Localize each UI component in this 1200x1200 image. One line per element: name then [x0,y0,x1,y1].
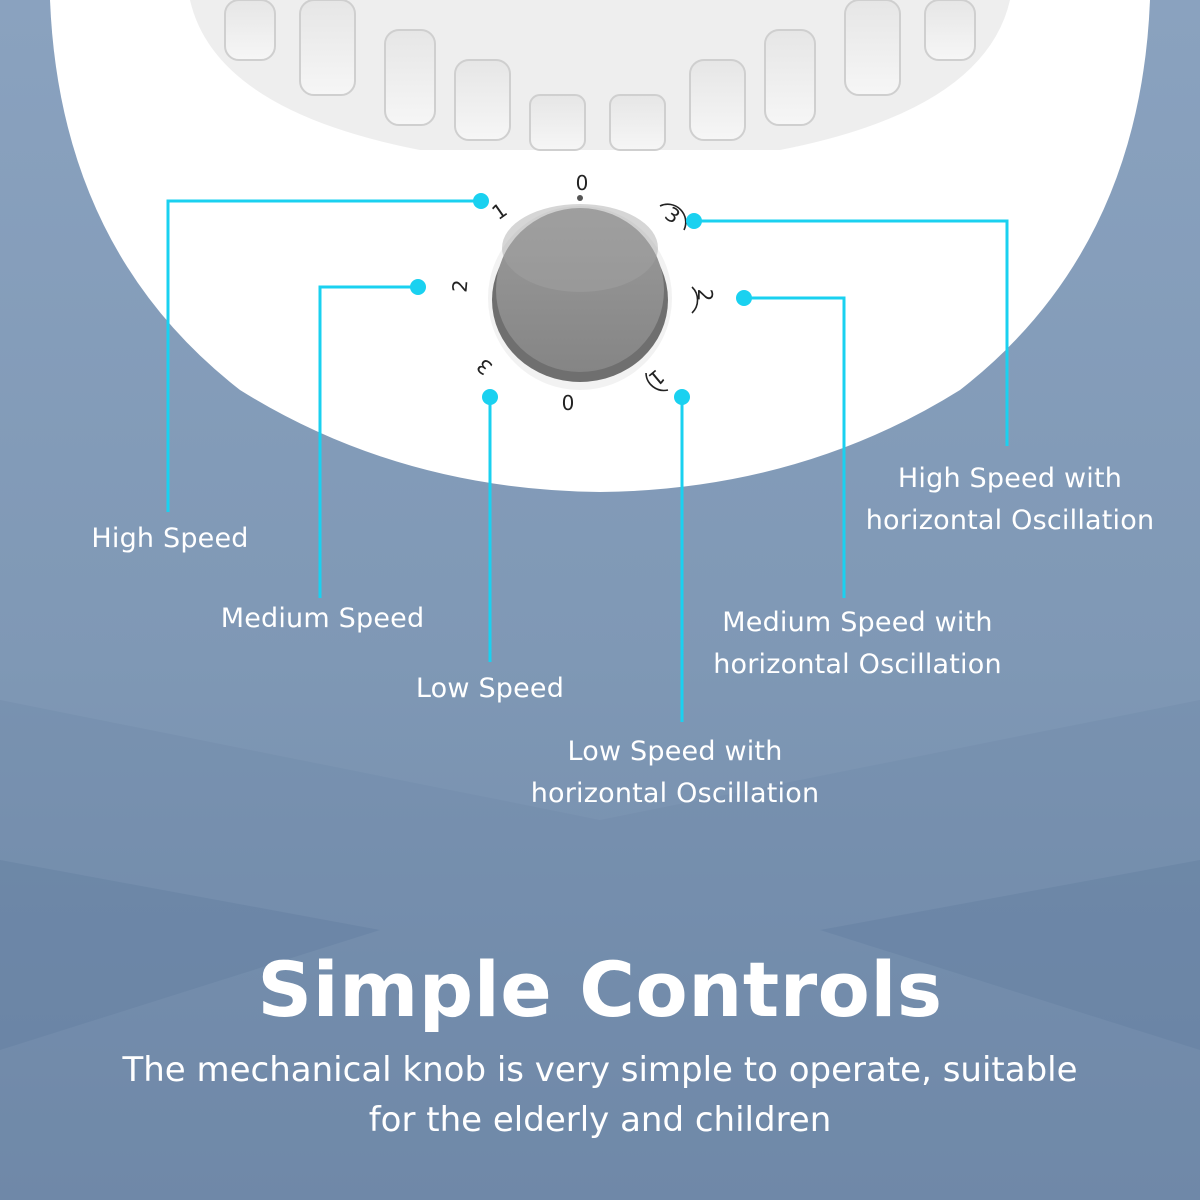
dial-label-off-bottom: 0 [562,391,575,415]
callout-line: horizontal Oscillation [530,778,820,809]
callout-line: Medium Speed with [722,607,993,638]
callout-line: High Speed with [897,463,1123,494]
callout-line: High Speed [91,523,249,554]
subtitle-line: for the elderly and children [368,1100,832,1140]
leader-medium-speed [318,285,418,598]
callout-low-osc: Low Speed with horizontal Oscillation [520,731,830,815]
callout-line: horizontal Oscillation [713,649,1002,680]
dial-label-2: 2 [447,279,472,294]
leader-high-osc [694,219,1009,446]
background-facet [0,860,380,1050]
callout-leaders [166,199,1009,722]
callout-high-osc: High Speed with horizontal Oscillation [860,458,1160,542]
subtitle: The mechanical knob is very simple to op… [0,1045,1200,1145]
pointer-dot [473,193,489,209]
callout-line: Low Speed with [567,736,783,767]
page-title: Simple Controls [257,945,943,1034]
knob-indicator-icon [577,195,583,201]
callout-low-speed: Low Speed [395,668,585,710]
callout-high-speed: High Speed [70,518,270,560]
callout-line: Medium Speed [220,603,425,634]
pointer-dot [674,389,690,405]
pointer-dot [686,213,702,229]
leader-high-speed [166,199,481,512]
pointer-dot [410,279,426,295]
callout-line: horizontal Oscillation [865,505,1155,536]
subtitle-line: The mechanical knob is very simple to op… [122,1050,1078,1090]
oscillation-arc-icon [645,203,699,392]
grille-fins [224,0,976,151]
pointer-dot [482,389,498,405]
callout-medium-osc: Medium Speed with horizontal Oscillation [705,602,1010,686]
dial-label-osc-2: 2 [693,289,717,302]
control-knob[interactable] [488,195,672,390]
callout-medium-speed: Medium Speed [205,598,440,640]
pointer-dot [736,290,752,306]
callout-line: Low Speed [415,673,565,704]
background-facet [0,700,1200,1200]
leader-medium-osc [744,296,846,598]
background-facet [820,860,1200,1050]
dial-label-off-top: 0 [576,171,589,195]
